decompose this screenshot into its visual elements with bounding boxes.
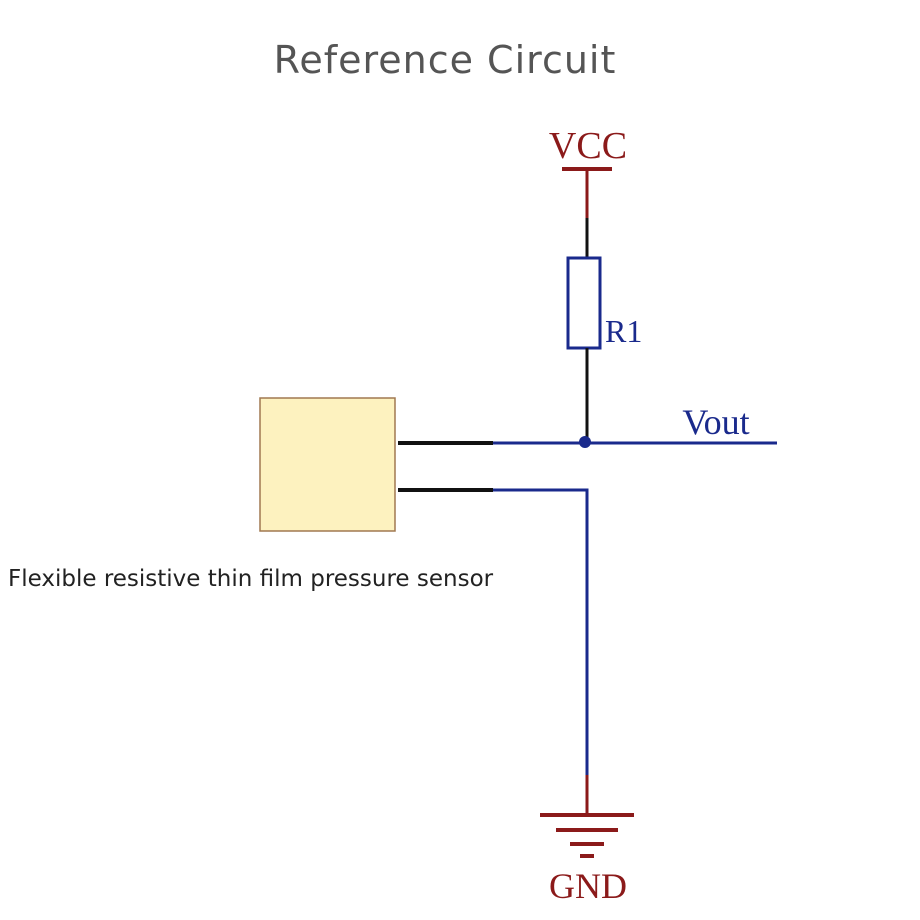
vcc-label: VCC [549, 125, 627, 167]
resistor-label: R1 [605, 313, 642, 349]
junction-dot [579, 436, 591, 448]
resistor-r1 [566, 256, 602, 350]
vout-label: Vout [682, 402, 749, 442]
page-title: Reference Circuit [273, 38, 617, 82]
pressure-sensor [259, 397, 396, 532]
ground-symbol [540, 813, 634, 858]
gnd-label: GND [549, 866, 627, 906]
sensor-caption: Flexible resistive thin film pressure se… [8, 566, 494, 592]
ground-net-wire [493, 488, 589, 775]
